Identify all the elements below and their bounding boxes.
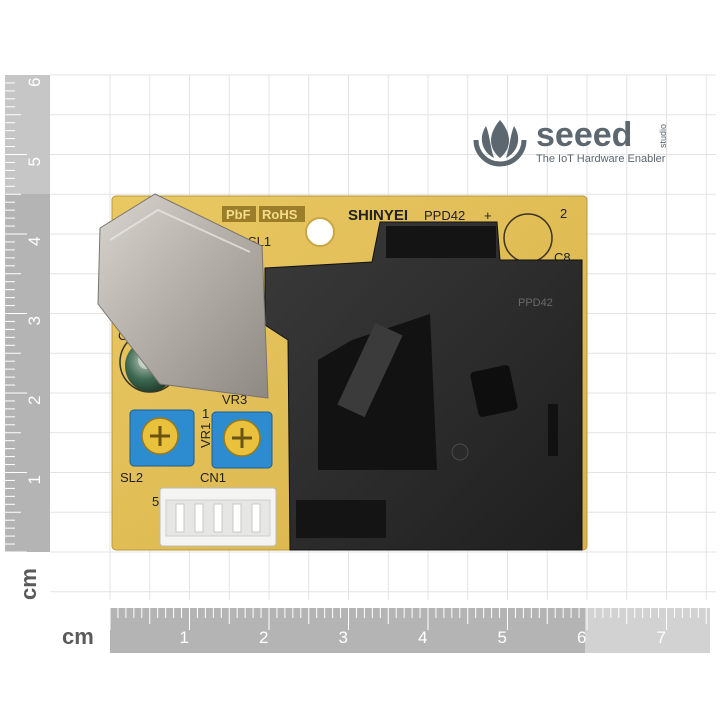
pbf-label: PbF [226, 207, 251, 222]
ruler-number: 4 [418, 628, 427, 647]
horizontal-ruler: 1 2 3 4 5 6 7 [109, 608, 710, 653]
ruler-number: 4 [25, 237, 44, 246]
pin5-label: 5 [152, 494, 159, 509]
vertical-ruler: 6 5 4 3 2 1 [5, 75, 50, 553]
sensor-module: PbF RoHS SHINYEI PPD42 SL1 C8 2 + C1 VR3… [97, 193, 588, 551]
ruler-number: 2 [25, 396, 44, 405]
ruler-number: 7 [657, 628, 666, 647]
ruler-number: 1 [25, 475, 44, 484]
brand-tagline: The IoT Hardware Enabler [536, 153, 666, 165]
brand-sub: studio [658, 124, 668, 148]
pin1-label: 1 [202, 406, 209, 421]
plus-label: + [484, 208, 492, 223]
cn1-label: CN1 [200, 470, 226, 485]
ruler-number: 3 [339, 628, 348, 647]
potentiometer-sl2 [129, 409, 195, 467]
pin2-label: 2 [560, 206, 567, 221]
sl2-label: SL2 [120, 470, 143, 485]
vr1-label: VR1 [198, 423, 213, 448]
connector-pin [251, 503, 261, 533]
ruler-number: 6 [25, 78, 44, 87]
sensor-housing: PPD42 [264, 221, 583, 551]
seeed-leaf-icon [473, 120, 527, 167]
ruler-unit-label-horizontal: cm [62, 624, 94, 649]
ruler-number: 5 [25, 157, 44, 166]
metal-shield [97, 193, 269, 399]
connector-pin [194, 503, 204, 533]
connector-cn1 [159, 487, 277, 547]
ruler-number: 6 [577, 628, 586, 647]
rohs-label: RoHS [262, 207, 298, 222]
ruler-unit-label-vertical: cm [16, 568, 41, 600]
ruler-number: 5 [498, 628, 507, 647]
vr3-label: VR3 [222, 392, 247, 407]
connector-pin [232, 503, 242, 533]
potentiometer-vr1 [211, 411, 273, 469]
brand-logo: seeed studio The IoT Hardware Enabler [473, 116, 668, 167]
connector-pin [175, 503, 185, 533]
model-label: PPD42 [424, 208, 465, 223]
ruler-number: 3 [25, 316, 44, 325]
brand-name: seeed [536, 116, 632, 154]
ruler-number: 1 [180, 628, 189, 647]
connector-pin [213, 503, 223, 533]
maker-label: SHINYEI [348, 207, 408, 224]
housing-model-label: PPD42 [518, 297, 553, 309]
mounting-hole [305, 217, 335, 247]
ruler-number: 2 [259, 628, 268, 647]
